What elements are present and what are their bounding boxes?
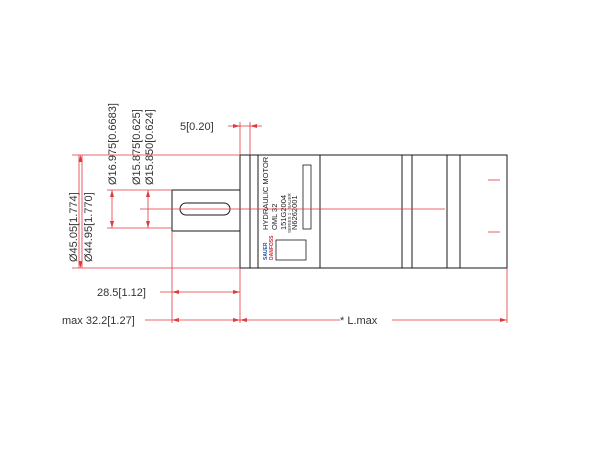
arrow-shaft-top-2 bbox=[146, 190, 150, 197]
nameplate-model: OML 32 bbox=[270, 204, 279, 230]
arrow-pilot-top bbox=[78, 155, 83, 162]
label-shaft-length-max: max 32.2[1.27] bbox=[62, 315, 135, 327]
label-overall-length: * L.max bbox=[340, 315, 378, 327]
label-pilot-dia-max: Ø45.05[1.774] bbox=[68, 192, 80, 262]
arrow-max-left bbox=[172, 318, 179, 322]
arrow-shaft-length-right bbox=[233, 290, 240, 294]
nameplate: HYDRAULIC MOTOR OML 32 151G2004 N6262001… bbox=[261, 156, 312, 261]
flange-inner-edge bbox=[249, 154, 259, 269]
serial-box bbox=[302, 164, 312, 230]
arrow-flange-right bbox=[250, 124, 257, 128]
label-shaft-dia-max: Ø16.975[0.6683] bbox=[107, 103, 119, 185]
dimension-labels: 5[0.20] Ø16.975[0.6683] Ø15.875[0.625] Ø… bbox=[62, 103, 378, 327]
shaft-body bbox=[171, 189, 241, 232]
label-shaft-dia-mid: Ø15.875[0.625] bbox=[131, 109, 143, 185]
flange bbox=[239, 154, 251, 269]
barcode-box bbox=[275, 239, 307, 261]
housing bbox=[257, 154, 508, 269]
arrow-lmax-left bbox=[240, 318, 247, 322]
arrow-pilot-bottom bbox=[78, 261, 83, 268]
label-shaft-length: 28.5[1.12] bbox=[97, 287, 146, 299]
nameplate-small-text: SERIES 1 - SAUER bbox=[287, 192, 292, 233]
nameplate-part-number: 151G2004 bbox=[279, 195, 288, 230]
arrow-shaft-bottom-2 bbox=[146, 221, 150, 228]
nameplate-serial: N6262001 bbox=[290, 195, 299, 230]
logo-sauer: SAUER bbox=[263, 242, 269, 260]
motor-body bbox=[239, 154, 508, 269]
arrow-flange-left bbox=[233, 124, 240, 128]
logo-danfoss: DANFOSS bbox=[269, 235, 275, 260]
arrowheads bbox=[78, 124, 507, 322]
label-pilot-dia-min: Ø44.95[1.770] bbox=[83, 192, 95, 262]
arrow-shaft-length-left bbox=[172, 290, 179, 294]
arrow-shaft-bottom-1 bbox=[110, 221, 114, 228]
arrow-lmax-right bbox=[500, 318, 507, 322]
nameplate-title: HYDRAULIC MOTOR bbox=[261, 156, 270, 230]
arrow-shaft-top-1 bbox=[110, 190, 114, 197]
arrow-max-right bbox=[233, 318, 240, 322]
label-shaft-dia-min: Ø15.850[0.624] bbox=[144, 109, 156, 185]
shaft bbox=[171, 189, 241, 232]
label-flange-thickness: 5[0.20] bbox=[180, 121, 214, 133]
